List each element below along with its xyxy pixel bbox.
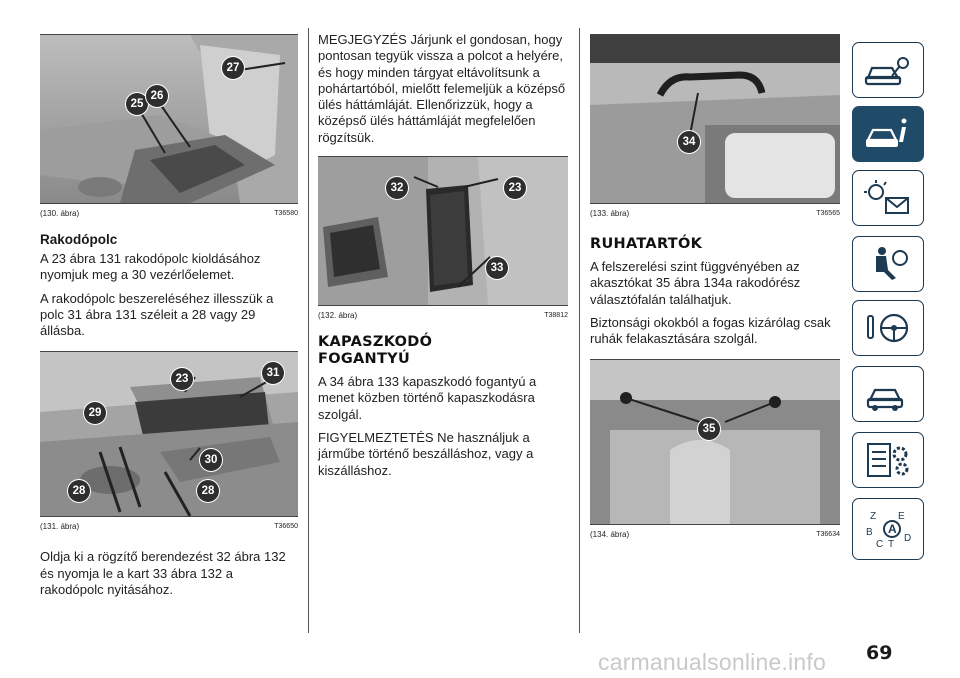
figure-134-caption: (134. ábra) T36634 [590, 530, 840, 539]
figure-130-caption: (130. ábra) T36580 [40, 209, 298, 218]
paragraph: A felszerelési szint függvényében az aka… [590, 259, 801, 307]
figure-130-label: (130. ábra) [40, 209, 80, 218]
callout-34: 34 [678, 131, 700, 153]
sidebar-tab-car-key[interactable] [852, 42, 924, 98]
callout-35: 35 [698, 418, 720, 441]
figure-130-code: T36580 [274, 210, 298, 217]
figure-133: 34 [590, 34, 840, 204]
callout-32: 32 [386, 177, 408, 200]
sidebar-tab-light-mail[interactable] [852, 170, 924, 226]
column-1: 25 26 27 (130. ábra) T36580 Rakodópolc A… [40, 0, 298, 605]
rakodopolc-title: Rakodópolc [40, 232, 118, 247]
column-3: 34 (133. ábra) T36565 RUHATARTÓK A felsz… [590, 0, 840, 539]
callout-28: 28 [68, 480, 90, 503]
paragraph: A 23 ábra 131 rakodópolc kioldásához nyo… [40, 251, 261, 283]
paragraph: Oldja ki a rögzítő berendezést 32 ábra 1… [40, 549, 286, 598]
sidebar-tab-airbag-seat[interactable] [852, 236, 924, 292]
figure-134-image [590, 360, 840, 525]
note-paragraph: MEGJEGYZÉS Járjunk el gondosan, hogy pon… [318, 32, 566, 145]
watermark: carmanualsonline.info [598, 649, 826, 675]
figure-132: 32 23 33 [318, 156, 568, 307]
index-letter: Z [870, 511, 876, 522]
paragraph: A 34 ábra 133 kapaszkodó fogantyú a mene… [318, 374, 537, 422]
figure-132-label: (132. ábra) [318, 311, 358, 321]
callout-28: 28 [197, 480, 219, 503]
figure-130: 25 26 27 [40, 34, 298, 204]
figure-134: 35 [590, 359, 840, 526]
figure-130-image [40, 35, 298, 203]
index-letter: B [866, 527, 873, 538]
car-service-icon [866, 388, 904, 411]
figure-133-caption: (133. ábra) T36565 [590, 209, 840, 218]
column-divider [308, 28, 309, 633]
figure-133-code: T36565 [816, 210, 840, 217]
sidebar-tab-steering-wheel[interactable] [852, 300, 924, 356]
column-divider [579, 28, 580, 633]
index-letter: A [888, 522, 897, 536]
column-2: MEGJEGYZÉS Járjunk el gondosan, hogy pon… [318, 0, 568, 486]
callout-33: 33 [486, 257, 508, 280]
ruhatartok-heading: RUHATARTÓK [590, 236, 703, 252]
light-mail-icon [864, 180, 909, 214]
sidebar-tab-alphabet-index[interactable]: Z E B C T A D [852, 498, 924, 560]
figure-133-label: (133. ábra) [590, 209, 630, 218]
page-number: 69 [866, 642, 893, 664]
sidebar-tab-checklist-gears[interactable] [852, 432, 924, 488]
callout-25: 25 [126, 93, 148, 115]
figure-131-code: T36650 [274, 523, 298, 531]
callout-27: 27 [222, 57, 244, 79]
callout-29: 29 [84, 402, 106, 425]
callout-31: 31 [262, 362, 284, 385]
sidebar-tab-car-info[interactable] [852, 106, 924, 162]
figure-133-image [590, 35, 840, 203]
callout-23: 23 [504, 177, 526, 200]
index-letter: T [888, 539, 894, 550]
alphabet-index-icon: Z E B C T A D [866, 511, 911, 550]
checklist-gears-icon [867, 443, 909, 477]
car-key-icon [864, 57, 909, 86]
figure-134-code: T36634 [816, 531, 840, 539]
paragraph: A rakodópolc beszereléséhez illesszük a … [40, 290, 274, 339]
index-letter: C [876, 539, 883, 550]
paragraph: Biztonsági okokból a fogas kizárólag csa… [590, 314, 831, 347]
figure-131-label: (131. ábra) [40, 522, 80, 532]
figure-132-caption: (132. ábra) T38812 [318, 311, 568, 320]
figure-132-code: T38812 [544, 312, 568, 320]
callout-30: 30 [200, 449, 222, 472]
figure-134-label: (134. ábra) [590, 530, 630, 540]
callout-23: 23 [171, 368, 193, 391]
callout-26: 26 [146, 85, 168, 107]
kapaszkodo-heading: KAPASZKODÓ FOGANTYÚ [318, 334, 433, 368]
sidebar-tab-car-service[interactable] [852, 366, 924, 422]
car-info-icon [866, 118, 907, 147]
index-letter: E [898, 511, 905, 522]
airbag-seat-icon [876, 247, 908, 280]
index-letter: D [904, 533, 911, 544]
figure-132-image [318, 157, 568, 306]
figure-131: 23 31 29 30 28 28 [40, 351, 298, 518]
warning-paragraph: FIGYELMEZTETÉS Ne használjuk a járműbe t… [318, 429, 534, 478]
steering-wheel-icon [867, 313, 909, 343]
figure-131-caption: (131. ábra) T36650 [40, 522, 298, 531]
